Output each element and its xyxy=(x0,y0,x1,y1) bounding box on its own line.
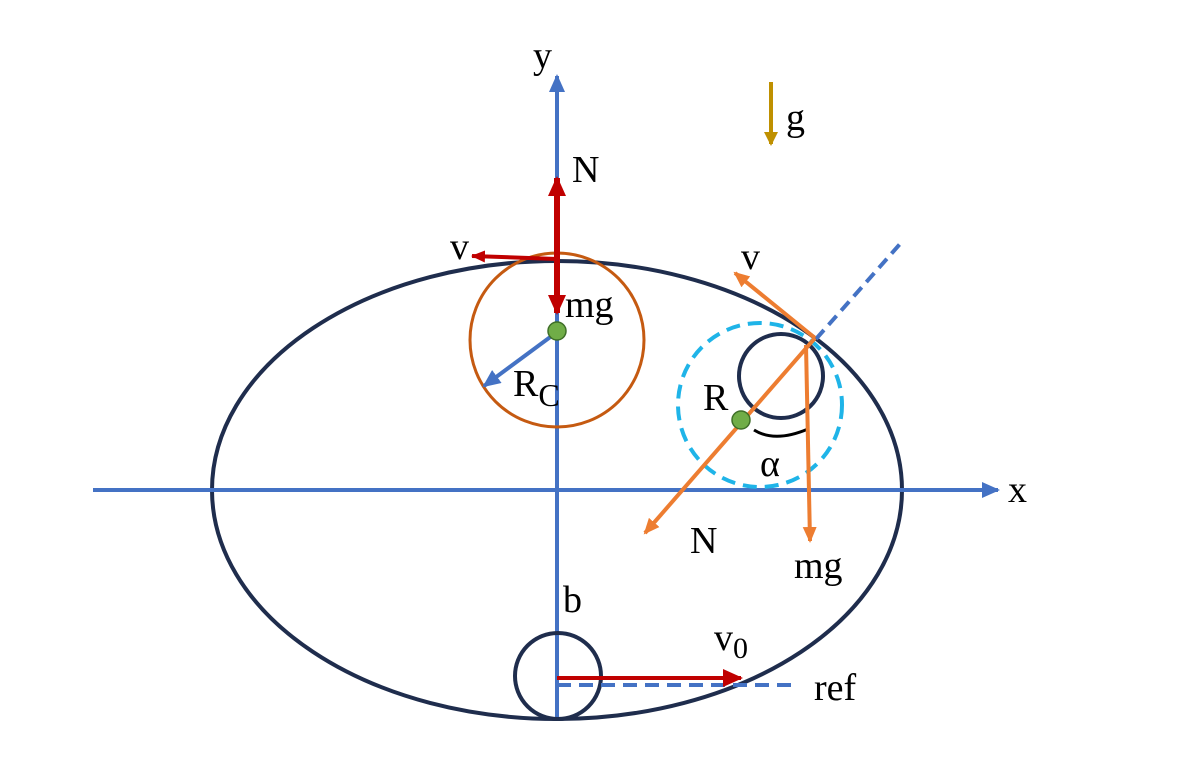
side-velocity-label: v xyxy=(741,236,760,278)
top-weight-label: mg xyxy=(565,284,614,326)
gravity-label: g xyxy=(786,97,805,139)
bottom-velocity-label-main: v xyxy=(714,617,733,659)
side-angle-arc xyxy=(753,427,809,438)
reference-label: ref xyxy=(814,667,857,709)
bottom-velocity-label: v0 xyxy=(714,617,748,665)
side-normal-force-label: N xyxy=(690,520,717,562)
y-axis-label: y xyxy=(533,35,552,77)
side-normal-force-arrow xyxy=(643,336,817,535)
side-weight-label: mg xyxy=(794,545,843,587)
top-radius-label: RC xyxy=(513,363,560,413)
side-weight-arrow xyxy=(802,344,817,543)
side-curvature-center-dot xyxy=(731,410,751,430)
bottom-velocity-label-sub: 0 xyxy=(733,632,748,665)
side-radius-label: R xyxy=(703,377,729,419)
top-curvature-center-dot xyxy=(547,321,567,341)
side-curvature-circle xyxy=(676,321,844,489)
top-normal-force-label: N xyxy=(572,149,599,191)
top-velocity-label: v xyxy=(450,226,469,268)
side-angle-label: α xyxy=(760,443,780,485)
top-radius-label-sub: C xyxy=(538,377,559,413)
side-body xyxy=(737,332,825,420)
top-radius-arrow xyxy=(482,333,555,388)
side-tangent-dashed-line xyxy=(814,242,902,341)
top-radius-label-main: R xyxy=(513,363,539,405)
x-axis-label: x xyxy=(1008,469,1027,511)
side-velocity-arrow xyxy=(733,271,817,340)
top-velocity-arrow xyxy=(471,250,558,263)
bottom-distance-label: b xyxy=(563,579,582,621)
